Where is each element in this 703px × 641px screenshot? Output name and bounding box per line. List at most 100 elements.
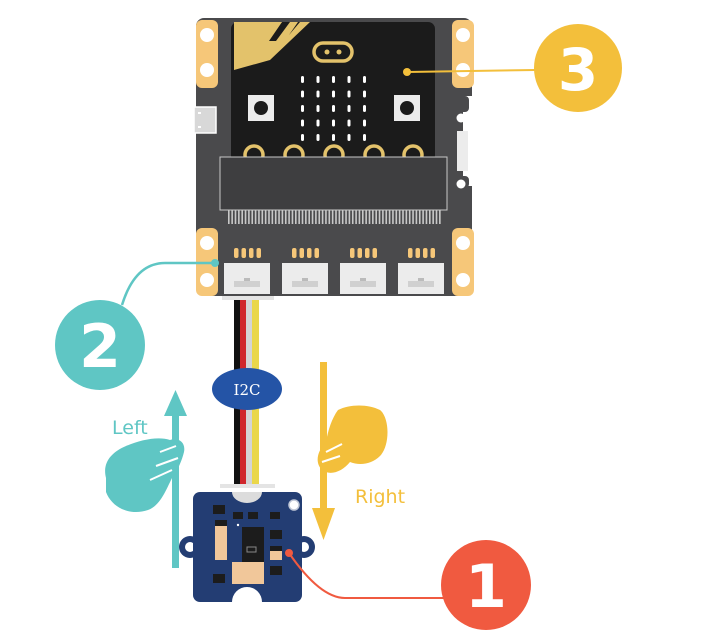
led [363, 90, 366, 98]
led [301, 90, 304, 98]
usb-port [193, 106, 217, 134]
connector-pin [422, 210, 424, 224]
port-pin [415, 248, 420, 258]
connector-pin [385, 210, 388, 224]
connector-pin [288, 210, 290, 224]
connector-pin [388, 210, 391, 224]
connector-pin [315, 210, 317, 224]
connector-pin [398, 210, 401, 224]
connector-pin [402, 210, 404, 224]
button-b-cap [400, 101, 414, 115]
led [332, 76, 335, 83]
pad-hole [200, 63, 214, 77]
led [347, 134, 351, 141]
led [363, 105, 366, 112]
led [347, 105, 351, 112]
pad-hole [200, 236, 214, 250]
logo-touch[interactable] [312, 41, 354, 63]
gesture-right: Right [312, 362, 405, 540]
grove-cable: I2C [212, 296, 282, 488]
callout-3-line [406, 69, 536, 73]
led [316, 76, 320, 83]
connector-pin [268, 210, 270, 224]
mount-hole [232, 587, 262, 602]
callout-3-circle [534, 24, 622, 112]
arrow-up-icon [164, 390, 187, 416]
connector-pin [291, 210, 294, 224]
led [301, 76, 304, 83]
led [316, 90, 320, 98]
mount-hole [456, 179, 466, 189]
port-pin [307, 248, 312, 258]
connector-pin [248, 210, 250, 224]
connector-pin [325, 210, 327, 224]
port-pin [292, 248, 297, 258]
expansion-board [193, 18, 475, 296]
led [316, 105, 320, 112]
connector-pin [418, 210, 421, 224]
connector-pin [231, 210, 233, 224]
grove-socket [232, 492, 262, 503]
port-pin [241, 248, 246, 258]
connector-pin [435, 210, 438, 224]
callout-3: 3 [534, 24, 622, 112]
connector-pin [365, 210, 367, 224]
connector-pin [362, 210, 364, 224]
edge-connector-slot [219, 156, 448, 211]
connector-pin [355, 210, 357, 224]
connector-pin [244, 210, 247, 224]
connector-pin [321, 210, 324, 224]
connector-pin [284, 210, 287, 224]
mount-hole [456, 113, 466, 123]
connector-pin [338, 210, 341, 224]
led [332, 105, 335, 112]
led [332, 119, 335, 127]
connector-pin [415, 210, 418, 224]
cable-plug-bottom [220, 484, 275, 488]
grove-port-latch [408, 281, 434, 287]
port-pin [350, 248, 355, 258]
connector-pin [264, 210, 267, 224]
port-pin [430, 248, 435, 258]
switch[interactable] [457, 131, 468, 171]
gesture-right-label: Right [355, 486, 405, 508]
port-pin [314, 248, 319, 258]
connector-pin [281, 210, 284, 224]
port-pin [372, 248, 377, 258]
callout-1-line [288, 552, 445, 599]
connector-pins [228, 210, 441, 224]
callout-2-line [120, 261, 215, 306]
pad-hole [456, 28, 470, 42]
connector-pin [331, 210, 334, 224]
connector-pin [412, 210, 414, 224]
gesture-left-label: Left [112, 417, 148, 439]
led [301, 119, 304, 127]
led [316, 134, 320, 141]
arrow-down-icon [312, 508, 335, 540]
callout-2-circle [55, 300, 145, 390]
grove-port-key [418, 278, 424, 281]
port-pin [299, 248, 304, 258]
hand-right-icon [317, 405, 388, 473]
connector-pin [395, 210, 398, 224]
port-pin [249, 248, 254, 258]
cable-plug-top [222, 296, 274, 300]
button-a-cap [254, 101, 268, 115]
connector-pin [378, 210, 381, 224]
connector-pin [432, 210, 434, 224]
grove-port-latch [292, 281, 318, 287]
led [332, 134, 335, 141]
connector-pin [241, 210, 243, 224]
connector-pin [238, 210, 240, 224]
connector-pin [335, 210, 337, 224]
port-pin [234, 248, 239, 258]
connector-pin [274, 210, 277, 224]
grove-port-key [302, 278, 308, 281]
connector-pin [261, 210, 264, 224]
pad-hole [200, 273, 214, 287]
connector-pin [405, 210, 408, 224]
callout-3-number: 3 [558, 36, 598, 104]
port-pin [357, 248, 362, 258]
connector-pin [254, 210, 257, 224]
